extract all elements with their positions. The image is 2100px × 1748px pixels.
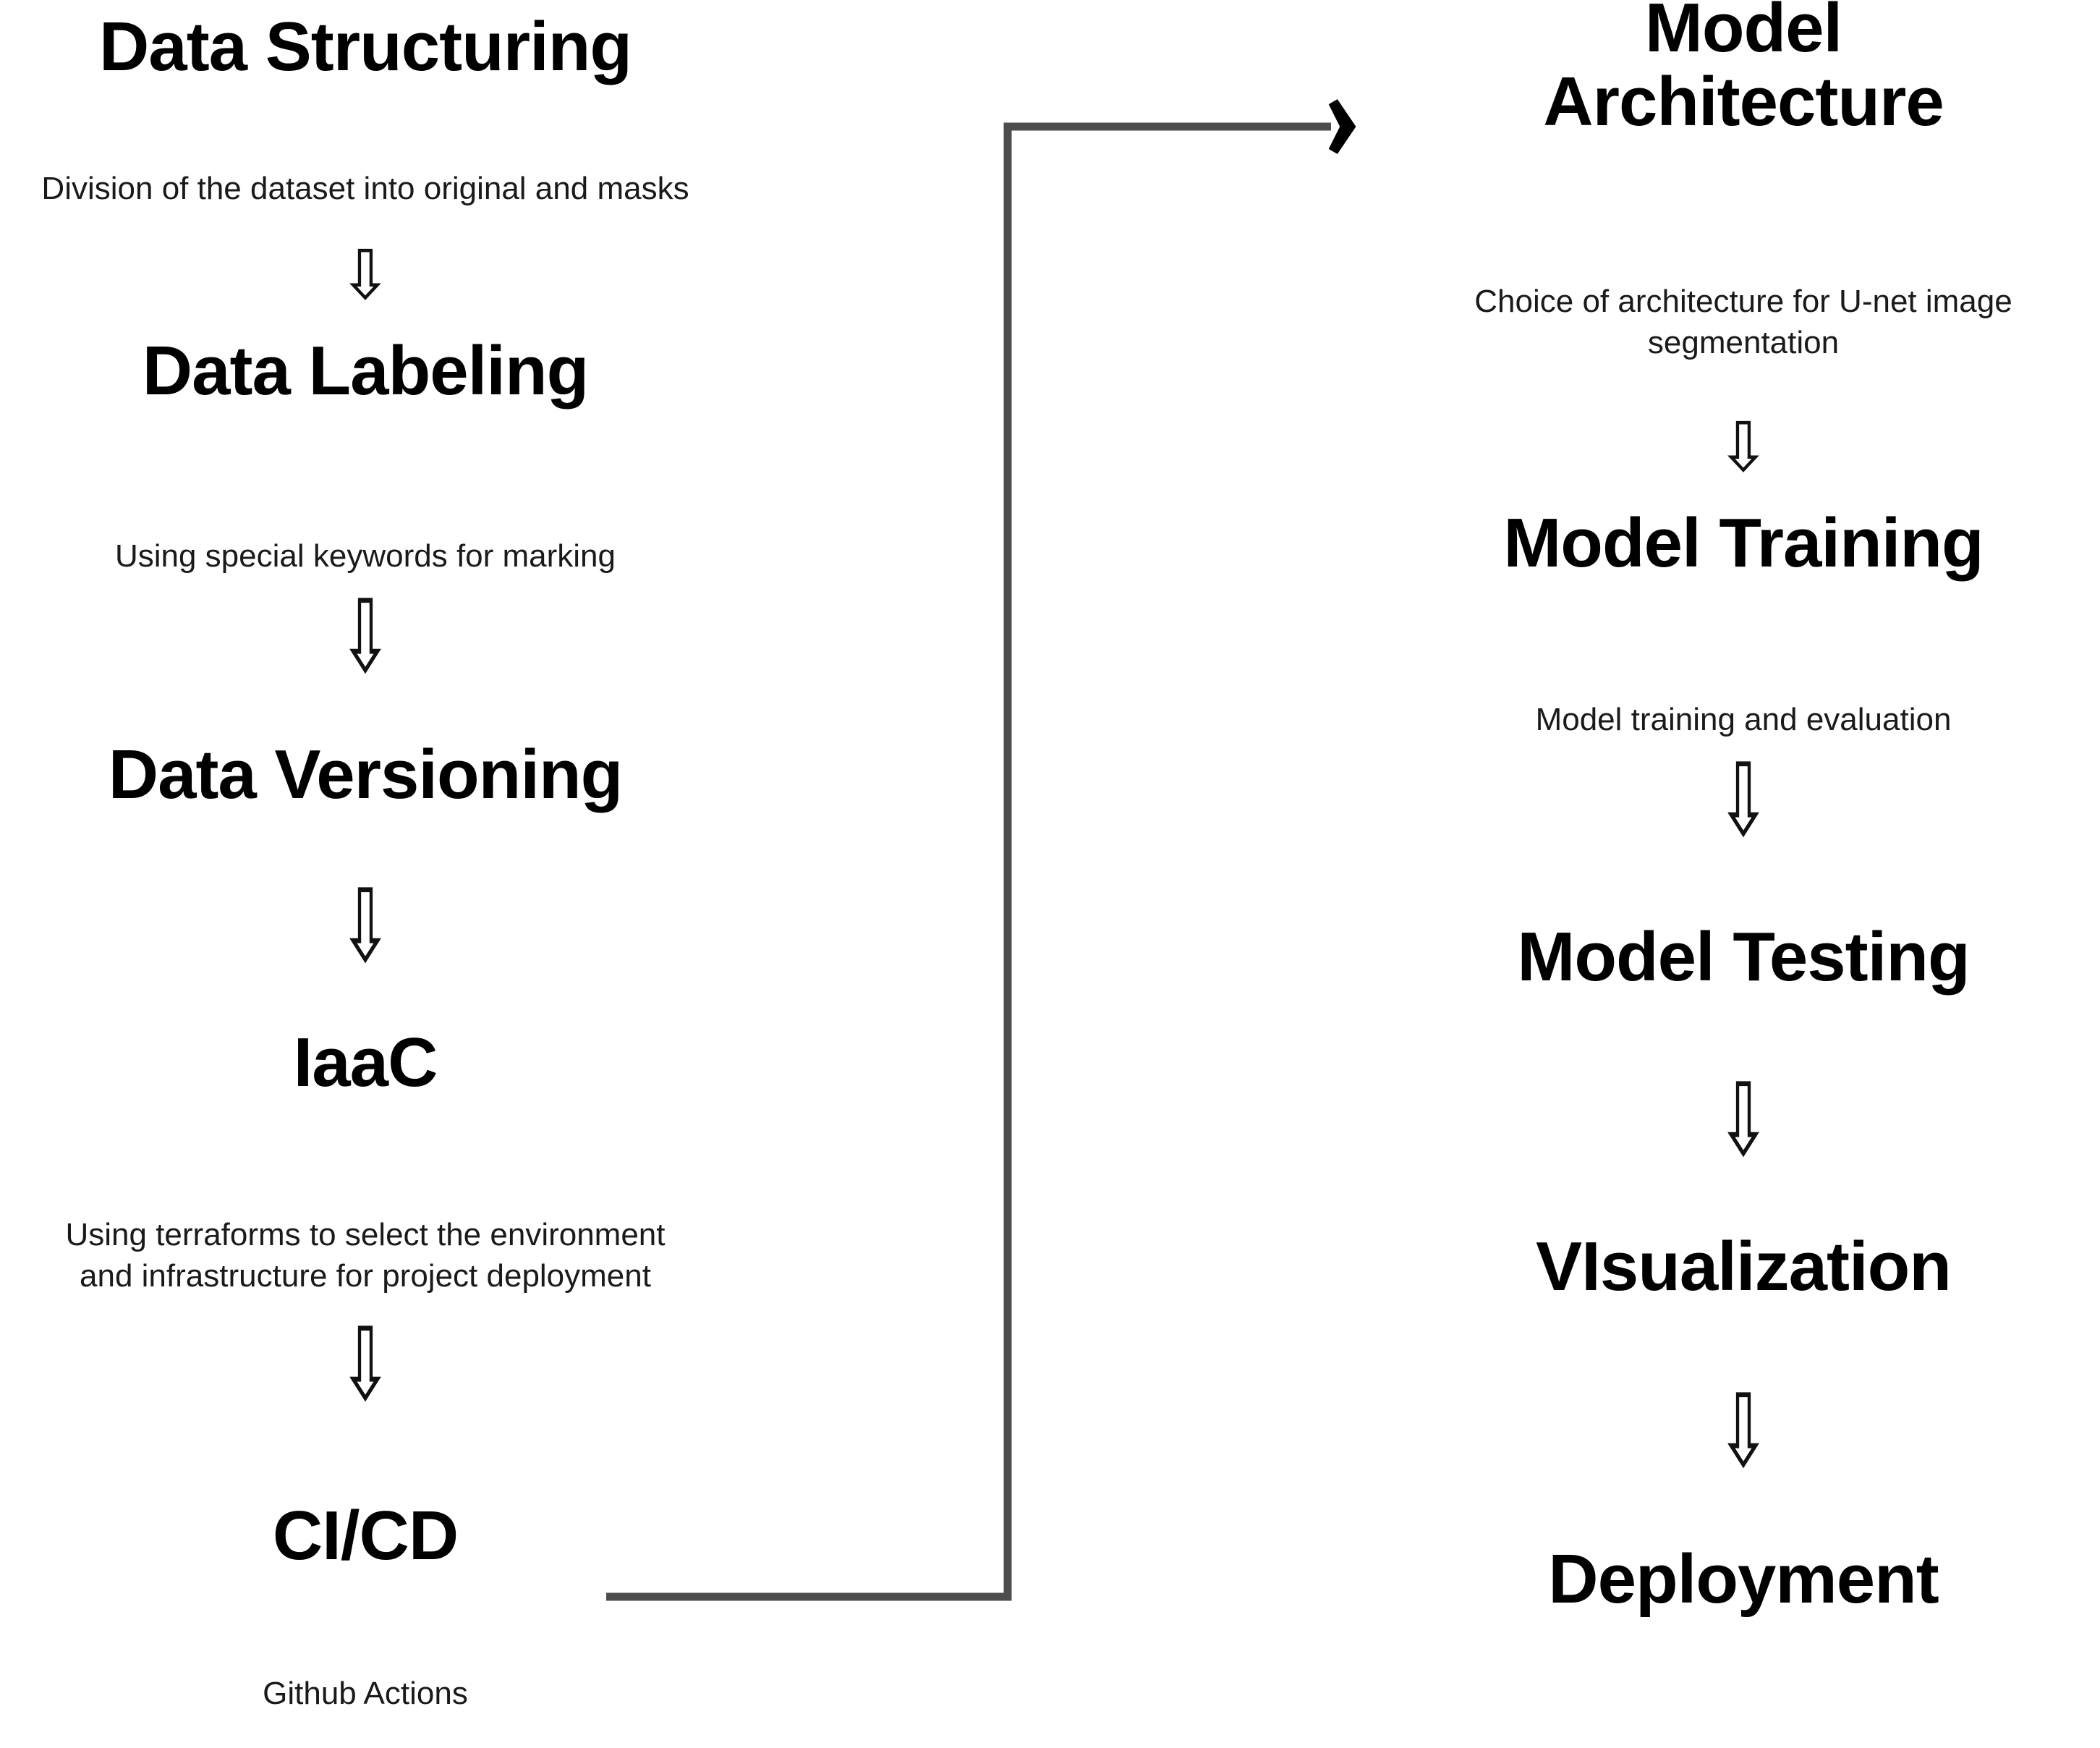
arrow-down-glyph: ⇩ bbox=[1716, 741, 1771, 860]
step-title-data-labeling: Data Labeling bbox=[142, 332, 589, 410]
arrow-down-glyph: ⇩ bbox=[1716, 1372, 1771, 1490]
right-step-model-architecture: Model Architecture bbox=[1382, 0, 2100, 139]
step-title-model-training: Model Training bbox=[1503, 504, 1984, 582]
step-title-data-structuring: Data Structuring bbox=[98, 8, 632, 85]
left-step-cicd: CI/CD bbox=[0, 1499, 731, 1573]
right-step-deployment: Deployment bbox=[1382, 1543, 2100, 1616]
step-desc-text: Division of the dataset into original an… bbox=[41, 171, 689, 206]
arrow-down-glyph: ⇩ bbox=[338, 577, 393, 696]
left-step-iaac: IaaC bbox=[0, 1026, 731, 1100]
step-desc-text: Choice of architecture for U-net image s… bbox=[1474, 284, 2012, 361]
right-step-model-training: Model Training bbox=[1382, 506, 2100, 580]
down-arrow-icon-4: ⇩ bbox=[0, 1314, 731, 1414]
left-desc-data-labeling: Using special keywords for marking bbox=[7, 535, 723, 577]
step-desc-text: Model training and evaluation bbox=[1535, 702, 1952, 737]
step-title-model-architecture-line1: Model bbox=[1644, 0, 1842, 67]
left-desc-iaac: Using terraforms to select the environme… bbox=[40, 1214, 691, 1297]
arrow-down-glyph: ⇩ bbox=[338, 235, 393, 315]
step-desc-text: Using special keywords for marking bbox=[114, 538, 616, 574]
left-desc-data-structuring: Division of the dataset into original an… bbox=[14, 168, 716, 209]
step-title-cicd: CI/CD bbox=[272, 1497, 459, 1574]
left-step-data-structuring: Data Structuring bbox=[0, 10, 731, 84]
down-arrow-icon-7: ⇩ bbox=[1382, 1069, 2100, 1170]
step-title-data-versioning: Data Versioning bbox=[108, 736, 624, 813]
step-desc-text: Using terraforms to select the environme… bbox=[65, 1217, 666, 1294]
down-arrow-icon-8: ⇩ bbox=[1382, 1380, 2100, 1481]
left-step-data-versioning: Data Versioning bbox=[0, 738, 731, 812]
right-step-visualization: VIsualization bbox=[1382, 1230, 2100, 1304]
step-desc-text: Github Actions bbox=[263, 1676, 468, 1711]
down-arrow-icon-2: ⇩ bbox=[0, 586, 731, 687]
left-desc-cicd: Github Actions bbox=[0, 1673, 731, 1714]
down-arrow-icon-3: ⇩ bbox=[0, 875, 731, 976]
step-title-visualization: VIsualization bbox=[1536, 1228, 1952, 1305]
right-step-model-testing: Model Testing bbox=[1382, 920, 2100, 994]
step-title-iaac: IaaC bbox=[293, 1024, 438, 1101]
arrow-down-glyph: ⇩ bbox=[1716, 407, 1771, 487]
right-arrow-head-icon bbox=[1328, 99, 1356, 154]
right-desc-model-architecture: Choice of architecture for U-net image s… bbox=[1400, 281, 2087, 363]
left-step-data-labeling: Data Labeling bbox=[0, 334, 731, 408]
arrow-down-glyph: ⇩ bbox=[338, 867, 393, 985]
down-arrow-icon-6: ⇩ bbox=[1382, 750, 2100, 850]
arrow-down-glyph: ⇩ bbox=[338, 1305, 393, 1424]
down-arrow-icon-5: ⇩ bbox=[1382, 412, 2100, 482]
step-title-model-testing: Model Testing bbox=[1517, 918, 1970, 996]
down-arrow-icon-1: ⇩ bbox=[0, 240, 731, 310]
step-title-deployment: Deployment bbox=[1548, 1540, 1939, 1618]
arrow-down-glyph: ⇩ bbox=[1716, 1061, 1771, 1179]
step-title-model-architecture-line2: Architecture bbox=[1543, 62, 1944, 140]
right-desc-model-training: Model training and evaluation bbox=[1403, 699, 2083, 740]
